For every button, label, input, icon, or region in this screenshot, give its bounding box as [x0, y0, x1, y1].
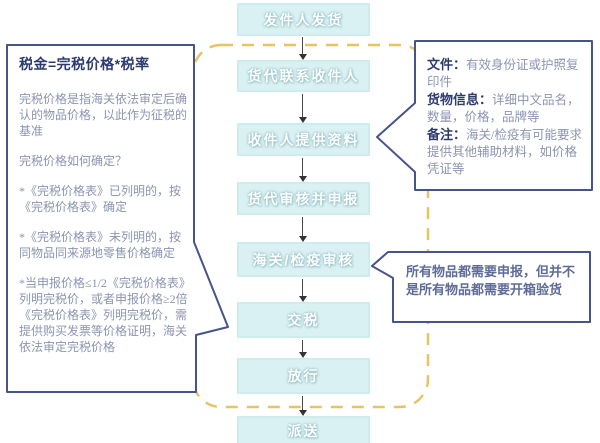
flow-step-pay-tax: 交税 [237, 302, 370, 338]
down-arrow-icon [298, 396, 307, 416]
goods-info-item: 货物信息：详细中文品名，数量，价格，品牌等 [427, 92, 580, 124]
flow-step-forwarder-declares: 货代审核并申报 [237, 182, 370, 215]
flow-step-release: 放行 [237, 358, 370, 394]
document-item: 文件：有效身份证或护照复印件 [427, 57, 579, 89]
down-arrow-icon [298, 37, 307, 60]
tax-paragraph: *《完税价格表》已列明的，按《完税价格表》确定 [19, 184, 182, 214]
down-arrow-icon [298, 158, 307, 182]
flow-step-sender-ships: 发件人发货 [237, 3, 370, 36]
down-arrow-icon [298, 340, 307, 358]
flow-step-customs-review: 海关/检疫审核 [237, 242, 370, 277]
declaration-note-panel: 所有物品都需要申报，但并不是所有物品都需要开箱验货 [406, 264, 576, 297]
tax-paragraph: 完税价格是指海关依法审定后确认的物品价格，以此作为征税的基准 [19, 92, 188, 138]
flow-step-recipient-provides: 收件人提供资料 [237, 123, 370, 156]
flow-step-forwarder-contacts: 货代联系收件人 [237, 60, 370, 92]
down-arrow-icon [298, 94, 307, 123]
down-arrow-icon [298, 279, 307, 302]
remark-item: 备注：海关/检疫有可能要求提供其他辅助材料，如价格凭证等 [427, 127, 582, 176]
down-arrow-icon [298, 217, 307, 242]
tax-paragraph: *《完税价格表》未列明的，按同物品同来源地零售价格确定 [19, 230, 182, 260]
tax-paragraph: *当申报价格≤1/2《完税价格表》列明完税价，或者申报价格≥2倍《完税价格表》列… [19, 276, 188, 354]
flow-step-delivery: 派送 [237, 416, 370, 443]
tax-formula-title: 税金=完税价格*税率 [19, 56, 150, 72]
tax-info-panel: 税金=完税价格*税率 完税价格是指海关依法审定后确认的物品价格，以此作为征税的基… [7, 45, 195, 392]
required-documents-panel: 文件：有效身份证或护照复印件 货物信息：详细中文品名，数量，价格，品牌等 备注：… [415, 41, 593, 190]
tax-paragraph: 完税价格如何确定？ [19, 154, 128, 168]
